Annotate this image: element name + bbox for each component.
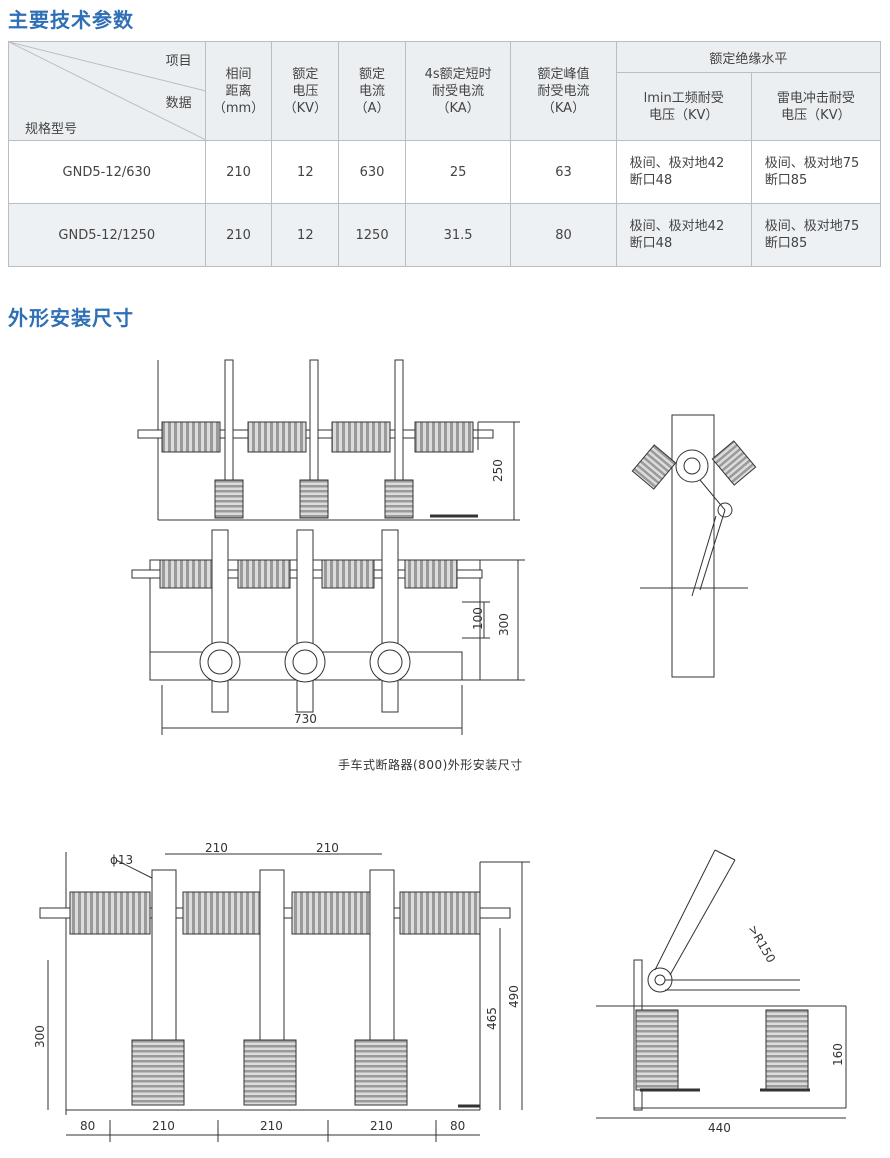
- cell-voltage: 12: [271, 140, 340, 204]
- col-peak: 额定峰值 耐受电流 （KA）: [510, 41, 617, 141]
- cell-lightning: 极间、极对地75 断口85: [750, 203, 882, 267]
- cell-current: 1250: [338, 203, 406, 267]
- dim-pitch-b: 210: [316, 841, 339, 855]
- table-row: GND5-12/630 210 12 630 25 63 极间、极对地42 断口…: [8, 140, 882, 204]
- dim-r150: >R150: [745, 923, 778, 966]
- dim-465: 465: [485, 1007, 499, 1030]
- dim-210-3: 210: [370, 1119, 393, 1133]
- dim-490: 490: [507, 985, 521, 1008]
- col-voltage: 额定 电压 （KV）: [271, 41, 340, 141]
- dim-80-left: 80: [80, 1119, 95, 1133]
- cell-model: GND5-12/630: [8, 140, 206, 204]
- dim-160: 160: [831, 1043, 845, 1066]
- dim-440: 440: [708, 1121, 731, 1135]
- dim-100: 100: [471, 607, 485, 630]
- corner-cell: 项目 数据 规格型号: [8, 41, 206, 141]
- corner-data: 数据: [165, 96, 192, 111]
- dim-300-left: 300: [33, 1025, 47, 1048]
- col-short-time: 4s额定短时 耐受电流 （KA）: [404, 41, 512, 141]
- cell-voltage: 12: [271, 203, 340, 267]
- dim-pitch-a: 210: [205, 841, 228, 855]
- corner-model: 规格型号: [25, 122, 78, 137]
- col-current: 额定 电流 （A）: [338, 41, 406, 141]
- table-row: GND5-12/1250 210 12 1250 31.5 80 极间、极对地4…: [8, 203, 882, 267]
- cell-pitch: 210: [204, 140, 273, 204]
- dim-730: 730: [294, 712, 317, 726]
- col-lightning: 雷电冲击耐受 电压（KV）: [750, 72, 882, 141]
- corner-diagonal: [9, 42, 206, 140]
- specs-table: 项目 数据 规格型号 相间 距离 （mm） 额定 电压 （KV） 额定 电流 （…: [8, 40, 882, 267]
- drawing1-caption: 手车式断路器(800)外形安装尺寸: [338, 758, 523, 772]
- cell-lightning: 极间、极对地75 断口85: [750, 140, 882, 204]
- dim-80-right: 80: [450, 1119, 465, 1133]
- col-pitch: 相间 距离 （mm）: [204, 41, 273, 141]
- cell-pitch: 210: [204, 203, 273, 267]
- dim-hole: ϕ13: [110, 853, 133, 867]
- cell-short-time: 25: [404, 140, 512, 204]
- col-insulation: 额定绝缘水平: [615, 40, 882, 74]
- cell-power-freq: 极间、极对地42 断口48: [615, 203, 752, 267]
- cell-peak: 80: [510, 203, 617, 267]
- drawing-fixed-front: ϕ13 210 210 490 465 300 80 210 210 210 8…: [33, 841, 847, 1142]
- cell-short-time: 31.5: [404, 203, 512, 267]
- cell-peak: 63: [510, 140, 617, 204]
- specs-heading: 主要技术参数: [8, 8, 134, 32]
- cell-model: GND5-12/1250: [8, 203, 206, 267]
- drawing-handcart-front: 250 300 100 730: [131, 359, 757, 735]
- cell-power-freq: 极间、极对地42 断口48: [615, 140, 752, 204]
- cell-current: 630: [338, 140, 406, 204]
- col-power-freq: lmin工频耐受 电压（KV）: [615, 72, 752, 141]
- dimensions-heading: 外形安装尺寸: [8, 306, 134, 330]
- corner-item: 项目: [165, 54, 192, 69]
- dim-300: 300: [497, 613, 511, 636]
- dim-250: 250: [491, 459, 505, 482]
- dim-210-2: 210: [260, 1119, 283, 1133]
- dim-210-1: 210: [152, 1119, 175, 1133]
